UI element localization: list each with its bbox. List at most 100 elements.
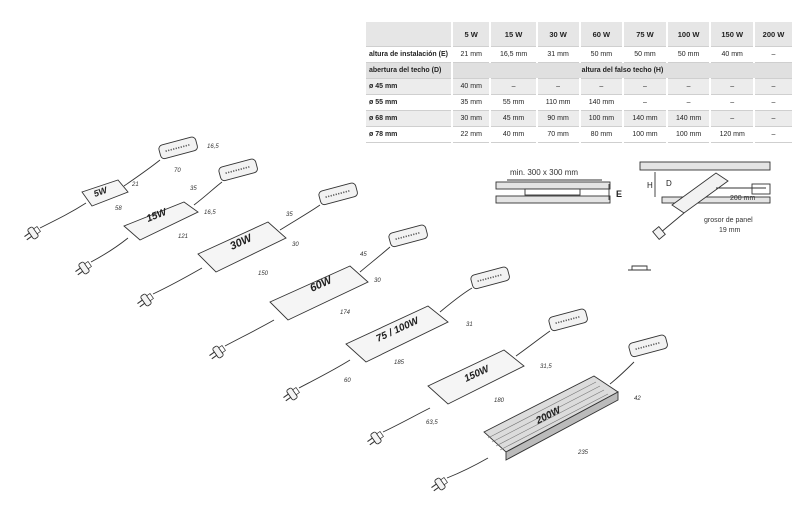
- dimension-label: 42: [634, 396, 641, 402]
- output-cable: [123, 159, 161, 187]
- table-cell: –: [754, 126, 794, 143]
- table-cell: –: [710, 78, 756, 95]
- table-header-cell: 5 W: [451, 22, 492, 47]
- table-cell: –: [754, 78, 794, 95]
- panel-edge: [751, 183, 771, 195]
- dimension-label: 35: [286, 212, 293, 218]
- table-row-install-height: altura de instalación (E) 21 mm 16,5 mm …: [366, 46, 794, 63]
- plug-icon: [652, 225, 666, 241]
- dimension-label: 30: [374, 278, 381, 284]
- table-header-cell: 75 W: [623, 22, 668, 47]
- table-cell: –: [623, 78, 668, 95]
- table-cell: 35 mm: [451, 94, 492, 111]
- dimension-label: 31: [466, 322, 473, 328]
- table-cell: –: [754, 46, 794, 63]
- plug-icon: [206, 342, 228, 363]
- driver-housing: [197, 221, 287, 273]
- driver-200w: 200W 42 235: [428, 333, 670, 495]
- power-cable: [152, 267, 203, 295]
- h-label: H: [647, 181, 653, 190]
- table-cell: 22 mm: [451, 126, 492, 143]
- row-label: ø 55 mm: [366, 94, 453, 111]
- connector-box: [547, 307, 590, 333]
- table-row: ø 68 mm 30 mm 45 mm 90 mm 100 mm 140 mm …: [366, 110, 794, 127]
- row-label: abertura del techo (D): [366, 62, 453, 79]
- power-cable: [39, 202, 87, 229]
- dimension-label: 16,5: [204, 210, 216, 216]
- dimension-label: 58: [115, 206, 122, 212]
- table-cell: 100 mm: [666, 126, 712, 143]
- table-cell: 31 mm: [536, 46, 581, 63]
- row-label: altura de instalación (E): [366, 46, 453, 63]
- output-cable: [359, 246, 391, 273]
- panel-thickness-label: grosor de panel: [704, 217, 753, 224]
- connector-box: [317, 181, 360, 207]
- dimension-label: 185: [394, 360, 405, 366]
- false-ceiling-panel: [661, 196, 771, 204]
- power-cable: [298, 359, 351, 389]
- table-cell: –: [710, 110, 756, 127]
- driver-housing: [123, 201, 199, 241]
- table-cell: –: [490, 78, 538, 95]
- table-cell: 140 mm: [666, 110, 712, 127]
- table-cell: 40 mm: [490, 126, 538, 143]
- connector-box: [627, 333, 670, 359]
- plug-icon: [280, 384, 302, 405]
- table-header-cell: 30 W: [536, 22, 581, 47]
- row-label: ø 68 mm: [366, 110, 453, 127]
- table-cell: 70 mm: [536, 126, 581, 143]
- driver-150w: 150W 31,5 180 63,5: [364, 307, 590, 449]
- tilted-driver: [671, 172, 729, 214]
- table-cell: 50 mm: [623, 46, 668, 63]
- dimension-label: 180: [494, 398, 505, 404]
- table-section-row: abertura del techo (D) altura del falso …: [366, 62, 795, 79]
- table-cell: –: [666, 94, 712, 111]
- driver-5w: 5W 16,5 70 58 21: [21, 135, 219, 244]
- dimension-label: 150: [258, 271, 269, 277]
- row-label: ø 45 mm: [366, 78, 453, 95]
- plug-icon: [428, 474, 450, 495]
- table-cell: –: [666, 78, 712, 95]
- dimension-label: 70: [174, 168, 181, 174]
- connector-box: [157, 135, 200, 161]
- output-cable: [515, 330, 551, 357]
- installation-section-diagram: H D 200 mm grosor de panel 19 mm: [628, 161, 771, 271]
- width-label: 200 mm: [730, 195, 755, 202]
- connector-box: [469, 265, 512, 291]
- table-header-row: 5 W 15 W 30 W 60 W 75 W 100 W 150 W 200 …: [366, 22, 794, 47]
- table-header-cell: 150 W: [710, 22, 756, 47]
- table-cell: 40 mm: [451, 78, 492, 95]
- output-cable: [193, 181, 223, 206]
- power-cable: [90, 237, 129, 263]
- table-cell: 50 mm: [666, 46, 712, 63]
- table-header-cell: 100 W: [666, 22, 712, 47]
- table-cell: –: [536, 78, 581, 95]
- dimension-label: 35: [190, 186, 197, 192]
- dimension-label: 30: [292, 242, 299, 248]
- table-row: ø 45 mm 40 mm – – – – – – –: [366, 78, 794, 95]
- table-cell: –: [623, 94, 668, 111]
- plug-icon: [72, 258, 94, 279]
- table-cell: –: [754, 94, 794, 111]
- table-cell: 140 mm: [579, 94, 625, 111]
- plug-icon: [364, 428, 386, 449]
- min-opening-label: min. 300 x 300 mm: [510, 168, 578, 177]
- table-cell: 16,5 mm: [490, 46, 538, 63]
- output-cable: [279, 204, 321, 231]
- table-header-cell: [366, 22, 453, 47]
- table-cell: 100 mm: [623, 126, 668, 143]
- driver-housing: [345, 305, 449, 363]
- panel-thickness-value: 19 mm: [719, 227, 741, 234]
- d-label: D: [666, 179, 672, 188]
- power-cable: [224, 319, 275, 347]
- heatsink-fins: [487, 381, 609, 451]
- connector-box: [387, 223, 430, 249]
- output-cable: [609, 361, 635, 385]
- table-header-cell: 60 W: [579, 22, 625, 47]
- table-cell: 120 mm: [710, 126, 756, 143]
- dimension-label: 21: [131, 182, 139, 188]
- table-row: ø 55 mm 35 mm 55 mm 110 mm 140 mm – – – …: [366, 94, 794, 111]
- driver-label: 5W: [92, 184, 110, 199]
- table-cell: 90 mm: [536, 110, 581, 127]
